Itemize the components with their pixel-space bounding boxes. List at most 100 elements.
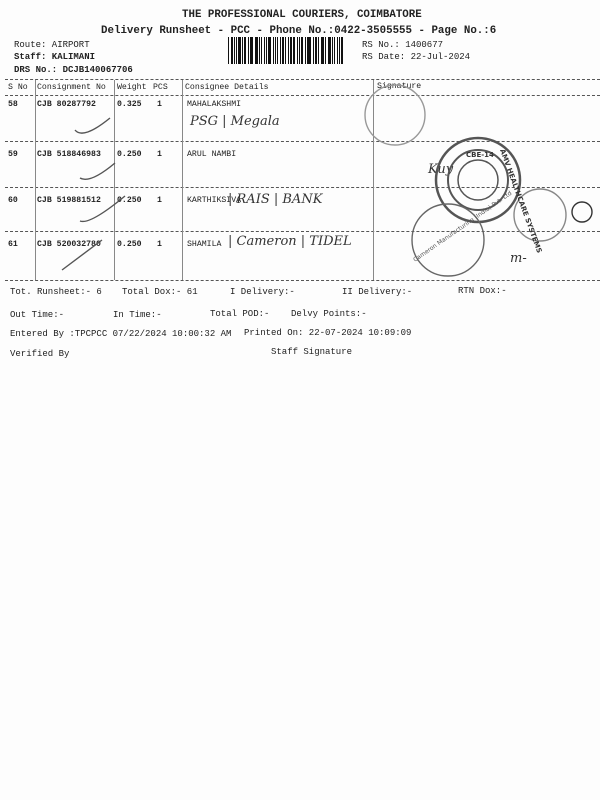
barcode-bar	[331, 37, 333, 64]
row-sno: 61	[8, 240, 18, 249]
row-sno: 60	[8, 196, 18, 205]
barcode-bar	[230, 37, 233, 64]
check-mark	[74, 117, 111, 134]
route: Route: AIRPORT	[14, 40, 90, 50]
row-consignee: ARUL NAMBI	[187, 150, 237, 159]
barcode-bar	[228, 37, 229, 64]
staff-signature: Staff Signature	[271, 347, 353, 357]
printed-on: Printed On: 22-07-2024 10:09:09	[244, 328, 412, 338]
barcode-bar	[263, 37, 266, 64]
row-weight: 0.325	[117, 100, 142, 109]
row-consignment: CJB 518846983	[37, 150, 101, 159]
barcode-bar	[341, 37, 343, 64]
barcode-bar	[268, 37, 271, 64]
barcode-bar	[325, 37, 327, 64]
row-pcs: 1	[157, 196, 162, 205]
barcode	[228, 37, 345, 64]
barcode-bar	[339, 37, 341, 64]
row-pcs: 1	[157, 240, 162, 249]
col-header-consignment: Consignment No	[37, 83, 106, 92]
col-header-weight: Weight	[117, 83, 147, 92]
col-header-consignee: Consignee Details	[185, 83, 269, 92]
barcode-bar	[314, 37, 317, 64]
entered-by: Entered By :TPCPCC 07/22/2024 10:00:32 A…	[10, 329, 232, 339]
check-mark	[61, 239, 103, 271]
barcode-bar	[313, 37, 314, 64]
col-header-sno: S No	[8, 83, 28, 92]
rtn-dox: RTN Dox:-	[458, 286, 507, 296]
divider	[5, 280, 600, 281]
row-pcs: 1	[157, 100, 162, 109]
barcode-bar	[317, 37, 319, 64]
barcode-bar	[235, 37, 237, 64]
barcode-bar	[251, 37, 254, 64]
barcode-bar	[287, 37, 289, 64]
barcode-bar	[293, 37, 296, 64]
runsheet-subtitle: Delivery Runsheet - PCC - Phone No.:0422…	[101, 25, 497, 37]
divider	[5, 187, 600, 188]
i-delivery: I Delivery:-	[230, 287, 295, 297]
in-time: In Time:-	[113, 310, 162, 320]
col-header-signature: Signature	[377, 82, 422, 91]
barcode-bar	[243, 37, 246, 64]
cameron-stamp	[411, 203, 485, 277]
circled-mark	[571, 201, 593, 223]
check-mark	[79, 162, 116, 181]
total-pod: Total POD:-	[210, 309, 270, 319]
ii-delivery: II Delivery:-	[342, 287, 413, 297]
divider	[5, 231, 600, 232]
barcode-bar	[274, 37, 276, 64]
column-line	[182, 80, 183, 280]
column-line	[114, 80, 115, 280]
staff: Staff: KALIMANI	[14, 52, 96, 62]
tot-runsheet: Tot. Runsheet:- 6	[10, 287, 102, 297]
handwritten-note: | Cameron | TIDEL	[228, 234, 352, 249]
row-consignment: CJB 80287792	[37, 100, 96, 109]
barcode-bar	[336, 37, 339, 64]
handwritten-note: Kuy	[428, 162, 454, 177]
barcode-bar	[300, 37, 303, 64]
barcode-bar	[306, 37, 308, 64]
company-title: THE PROFESSIONAL COURIERS, COIMBATORE	[182, 9, 422, 21]
row-weight: 0.250	[117, 196, 142, 205]
row-consignee: SHAMILA	[187, 240, 222, 249]
signature-mark: m-	[510, 251, 527, 266]
faded-stamp	[364, 84, 426, 146]
row-pcs: 1	[157, 150, 162, 159]
rs-date: RS Date: 22-Jul-2024	[362, 52, 471, 62]
drs-number: DRS No.: DCJB140067706	[14, 65, 133, 75]
barcode-bar	[255, 37, 258, 64]
row-consignee: KARTHIKSIVA	[187, 196, 242, 205]
handwritten-note: PSG | Megala	[190, 114, 280, 129]
amv-stamp-center: CBE-14	[466, 151, 494, 159]
handwritten-note: | RAIS | BANK	[228, 192, 323, 207]
row-consignment: CJB 519881512	[37, 196, 101, 205]
barcode-bar	[304, 37, 306, 64]
barcode-bar	[289, 37, 293, 64]
row-weight: 0.250	[117, 150, 142, 159]
barcode-bar	[276, 37, 279, 64]
amv-stamp	[434, 136, 522, 224]
col-header-pcs: PCS	[153, 83, 168, 92]
barcode-bar	[322, 37, 325, 64]
barcode-bar	[333, 37, 335, 64]
barcode-bar	[297, 37, 299, 64]
barcode-bar	[249, 37, 251, 64]
barcode-bar	[238, 37, 242, 64]
barcode-bar	[320, 37, 322, 64]
row-sno: 59	[8, 150, 18, 159]
verified-by: Verified By	[10, 349, 70, 359]
row-weight: 0.250	[117, 240, 142, 249]
delvy-points: Delvy Points:-	[291, 309, 367, 319]
barcode-bar	[328, 37, 331, 64]
barcode-bar	[266, 37, 268, 64]
row-sno: 58	[8, 100, 18, 109]
divider	[5, 141, 600, 142]
total-dox: Total Dox:- 61	[122, 287, 198, 297]
barcode-bar	[247, 37, 249, 64]
cameron-stamp-text: Cameron Manufacturing (India) Pvt. Ltd	[412, 190, 513, 264]
out-time: Out Time:-	[10, 310, 65, 320]
rs-number: RS No.: 1400677	[362, 40, 444, 50]
divider	[5, 95, 600, 96]
